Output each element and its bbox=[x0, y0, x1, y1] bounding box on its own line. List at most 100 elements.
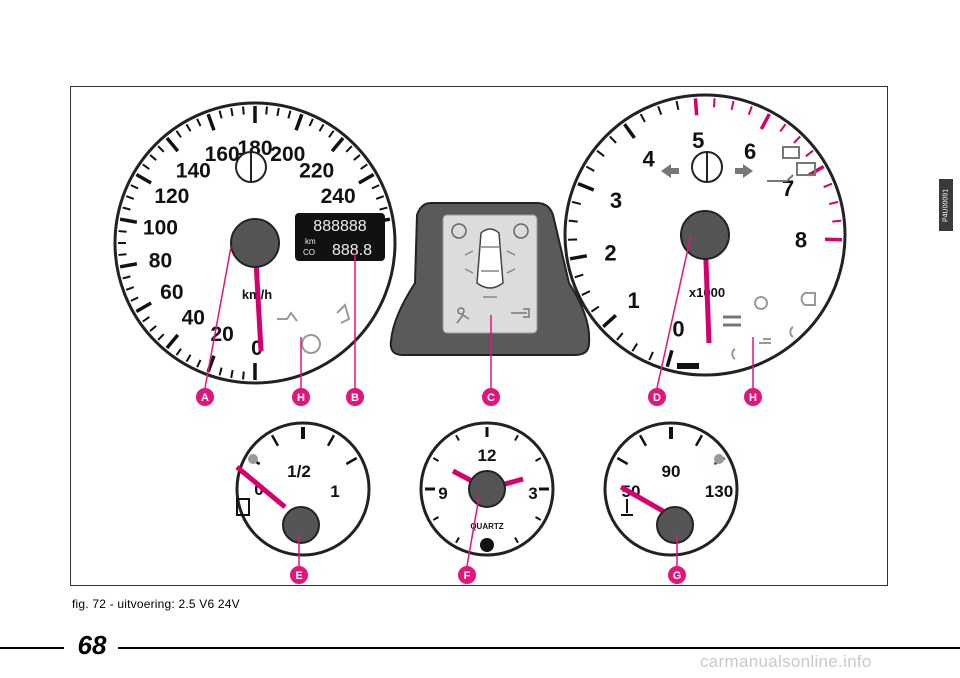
temp-gauge-label: 90 bbox=[662, 462, 681, 481]
coolant-temperature-icon bbox=[621, 499, 633, 516]
speedometer-tick-label: 100 bbox=[143, 216, 178, 239]
speedometer-tick-label: 240 bbox=[321, 185, 356, 208]
speedometer-zero-label: 0 bbox=[251, 337, 263, 360]
fuel-gauge-tick bbox=[345, 456, 358, 466]
speedometer-tick bbox=[185, 354, 192, 363]
tachometer-tick bbox=[569, 254, 588, 261]
fuel-gauge-label: 0 bbox=[254, 480, 263, 499]
speedometer-tick bbox=[218, 110, 223, 119]
tachometer-tick bbox=[571, 200, 582, 206]
tachometer-tick bbox=[793, 135, 801, 144]
clock-tick bbox=[514, 536, 519, 544]
speedometer-tick bbox=[142, 163, 150, 170]
speedometer-tick bbox=[119, 217, 138, 224]
central-display bbox=[389, 202, 591, 356]
side-lights-icon bbox=[759, 338, 771, 344]
oil-level-icon bbox=[277, 311, 298, 322]
figure-code: P4U00091 bbox=[939, 179, 953, 231]
fuel-gauge-hub bbox=[282, 506, 320, 544]
tachometer-tick bbox=[585, 165, 595, 172]
speedometer-tick bbox=[287, 110, 292, 119]
speedometer-tick bbox=[196, 359, 202, 368]
speedometer-tick bbox=[157, 333, 165, 341]
tachometer-tick bbox=[609, 135, 617, 144]
fuel-pump-icon bbox=[236, 498, 250, 516]
clock-tick bbox=[432, 516, 440, 521]
tachometer-tick bbox=[693, 98, 699, 116]
odometer-panel bbox=[295, 213, 385, 261]
tachometer-tick-label: 2 bbox=[604, 241, 616, 266]
speedometer-tick bbox=[125, 195, 135, 200]
speedometer-tick bbox=[242, 371, 245, 380]
speedometer-tick bbox=[206, 113, 216, 131]
tachometer-tick-label: 5 bbox=[692, 128, 704, 153]
door-open-icons bbox=[464, 250, 516, 298]
clock-adjust-knob bbox=[480, 538, 494, 552]
tachometer-tick bbox=[712, 98, 716, 108]
speedometer-tick bbox=[142, 316, 150, 323]
watermark: carmanualsonline.info bbox=[700, 652, 872, 671]
tachometer-tick bbox=[568, 219, 578, 223]
speedometer-tick bbox=[125, 286, 135, 291]
speedometer-tick bbox=[130, 296, 139, 302]
speedometer-tick bbox=[149, 325, 157, 332]
callout-marker-badge bbox=[346, 388, 364, 406]
speedometer-tick bbox=[230, 107, 234, 117]
high-beam-icon bbox=[800, 292, 816, 306]
tachometer-tick bbox=[574, 273, 584, 279]
speedometer-tick bbox=[185, 123, 192, 132]
speedometer-tick-label: 40 bbox=[182, 307, 205, 330]
tachometer: 012345678x1000 bbox=[563, 93, 847, 377]
speedometer-tick bbox=[175, 348, 182, 356]
front-fog-icon bbox=[731, 348, 736, 360]
instrument-panel-illustration: 204060801001201401601802002202402600km/h… bbox=[113, 93, 847, 584]
speedometer-tick-label: 80 bbox=[149, 250, 172, 273]
tachometer-tick bbox=[616, 332, 624, 341]
speedometer-tick bbox=[330, 136, 345, 153]
glow-light-icon bbox=[754, 296, 768, 310]
tachometer-tick bbox=[828, 200, 839, 206]
callout-marker-badge bbox=[458, 566, 476, 584]
temp-gauge-label: 130 bbox=[705, 482, 733, 501]
fuel-gauge-label: 1 bbox=[330, 482, 339, 501]
odometer-bottom-digits: 888.8 bbox=[332, 242, 372, 259]
speedometer-tick-label: 200 bbox=[270, 143, 305, 166]
tachometer-tick bbox=[639, 113, 646, 123]
speedometer-tick bbox=[276, 107, 280, 117]
speedometer-tick bbox=[379, 206, 388, 211]
speedometer-tick bbox=[328, 130, 335, 138]
tachometer-tick-label: 0 bbox=[672, 316, 684, 341]
fuel-gauge-tick bbox=[270, 434, 280, 447]
clock-tick bbox=[534, 457, 542, 462]
callout-marker-label: F bbox=[464, 570, 471, 582]
speedometer-tick bbox=[345, 145, 353, 153]
figure-caption: fig. 72 - uitvoering: 2.5 V6 24V bbox=[72, 597, 240, 611]
callout-marker-badge bbox=[290, 566, 308, 584]
speedometer-tick bbox=[375, 195, 385, 200]
immobilizer-code-icon bbox=[511, 308, 530, 318]
speedometer-tick bbox=[165, 136, 180, 153]
tachometer-tick bbox=[577, 182, 595, 192]
callout-marker-badge bbox=[292, 388, 310, 406]
temp-gauge-rim bbox=[603, 421, 739, 557]
brake-warning-icon bbox=[513, 223, 529, 239]
page-rule-left bbox=[0, 647, 64, 649]
tachometer-tick bbox=[631, 343, 639, 352]
speedometer-tick-label: 160 bbox=[205, 143, 240, 166]
speedometer-tick bbox=[157, 145, 165, 153]
tachometer-tick bbox=[808, 164, 825, 177]
temp-gauge-tick bbox=[638, 434, 648, 447]
page-number: 68 bbox=[77, 630, 107, 660]
callout-marker-label: H bbox=[297, 392, 305, 404]
oil-pressure-icon bbox=[767, 174, 794, 182]
tachometer-tick bbox=[657, 105, 663, 116]
fuel-gauge-needle bbox=[235, 465, 287, 509]
speedometer-tick bbox=[122, 206, 131, 211]
tachometer-tick bbox=[665, 349, 674, 368]
tachometer-tick bbox=[675, 100, 680, 111]
fuel-gauge-label: 1/2 bbox=[287, 462, 311, 481]
speedometer-tick-label: 140 bbox=[176, 159, 211, 182]
clock-brand: QUARTZ bbox=[470, 522, 503, 531]
tachometer-tick-label: 7 bbox=[782, 176, 794, 201]
speedometer-tick-label: 60 bbox=[160, 281, 183, 304]
